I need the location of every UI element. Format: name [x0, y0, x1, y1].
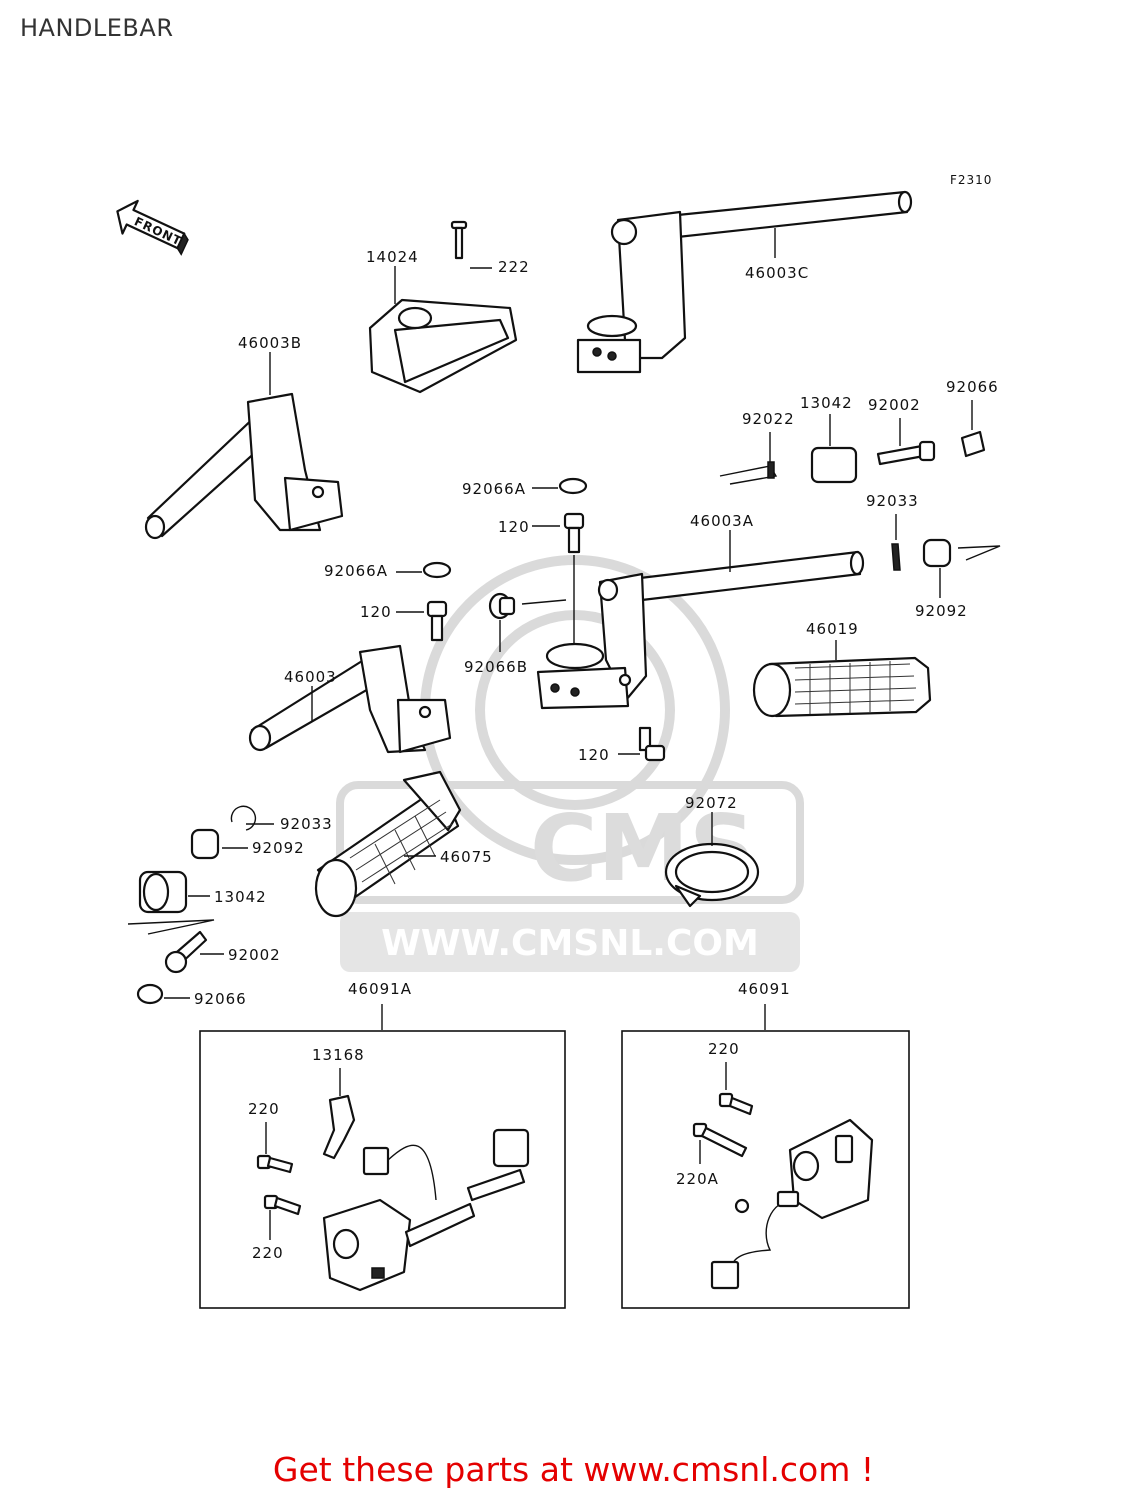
label-46003: 46003: [284, 668, 337, 686]
part-220-l1-shape: [256, 1154, 294, 1174]
page-title: HANDLEBAR: [20, 14, 174, 42]
part-220a-shape: [692, 1122, 748, 1158]
figure-code: F2310: [950, 173, 992, 187]
label-46091: 46091: [738, 980, 791, 998]
part-92066b-shape: [488, 592, 516, 620]
label-92066a-top: 92066A: [462, 480, 526, 498]
part-13042-top-shape: [810, 446, 858, 484]
box-46091a: [199, 1030, 566, 1309]
label-92033-top: 92033: [866, 492, 919, 510]
label-220-l2: 220: [252, 1244, 284, 1262]
label-92066b: 92066B: [464, 658, 528, 676]
label-46003b: 46003B: [238, 334, 302, 352]
part-14024-shape: [368, 298, 518, 394]
label-13042-top: 13042: [800, 394, 853, 412]
label-13042-bot: 13042: [214, 888, 267, 906]
label-92066-top: 92066: [946, 378, 999, 396]
watermark-url: WWW.CMSNL.COM: [381, 923, 759, 964]
part-92033-top-shape: [891, 543, 901, 571]
part-92033-bot-shape: [230, 805, 257, 831]
label-46091a: 46091A: [348, 980, 412, 998]
label-46003c: 46003C: [745, 264, 809, 282]
label-220a: 220A: [676, 1170, 719, 1188]
part-46003-shape: [248, 644, 452, 754]
label-92022: 92022: [742, 410, 795, 428]
label-220-l1: 220: [248, 1100, 280, 1118]
part-46003c-shape: [576, 190, 913, 374]
part-220-r-shape: [718, 1092, 754, 1116]
label-46075: 46075: [440, 848, 493, 866]
part-13168-shape: [322, 1094, 356, 1160]
label-92092-bot: 92092: [252, 839, 305, 857]
label-92002-bot: 92002: [228, 946, 281, 964]
part-92066-bot-shape: [136, 983, 164, 1005]
part-92066a-mid-shape: [422, 561, 452, 579]
box-46091: [621, 1030, 910, 1309]
part-92066a-top-shape: [558, 477, 588, 495]
part-120-a-shape: [563, 512, 585, 554]
label-46019: 46019: [806, 620, 859, 638]
label-14024: 14024: [366, 248, 419, 266]
part-92072-shape: [664, 842, 760, 908]
label-220-r: 220: [708, 1040, 740, 1058]
part-46003b-shape: [144, 392, 344, 540]
label-92066a-mid: 92066A: [324, 562, 388, 580]
part-92066-top-shape: [960, 430, 986, 458]
label-222: 222: [498, 258, 530, 276]
part-92092-bot-shape: [190, 828, 220, 860]
part-46019-shape: [752, 656, 932, 718]
label-92002-top: 92002: [868, 396, 921, 414]
label-92072: 92072: [685, 794, 738, 812]
cms-watermark: CMS WWW.CMSNL.COM: [336, 555, 804, 972]
label-13168: 13168: [312, 1046, 365, 1064]
part-120-b-shape: [426, 600, 448, 642]
switch-right-shape: [710, 1118, 874, 1290]
part-92002-top-shape: [876, 440, 936, 466]
label-46003a: 46003A: [690, 512, 754, 530]
label-92033-bot: 92033: [280, 815, 333, 833]
part-92022-shape: [719, 461, 778, 485]
label-92092-top: 92092: [915, 602, 968, 620]
part-120-c-shape: [638, 726, 666, 762]
label-92066-bot: 92066: [194, 990, 247, 1008]
label-120-a: 120: [498, 518, 530, 536]
part-220-l2-shape: [263, 1194, 302, 1216]
switch-left-shape: [322, 1128, 530, 1292]
part-92092-top-shape: [922, 538, 1001, 568]
front-arrow-icon: FRONT: [116, 199, 189, 256]
part-13042-bot-shape: [138, 870, 188, 914]
label-120-b: 120: [360, 603, 392, 621]
part-92002-bot-shape: [164, 930, 208, 974]
label-120-c: 120: [578, 746, 610, 764]
part-222-shape: [450, 220, 468, 260]
part-46003a-shape: [536, 550, 865, 710]
part-46075-shape: [314, 770, 462, 918]
cta-banner[interactable]: Get these parts at www.cmsnl.com !: [272, 1450, 875, 1489]
